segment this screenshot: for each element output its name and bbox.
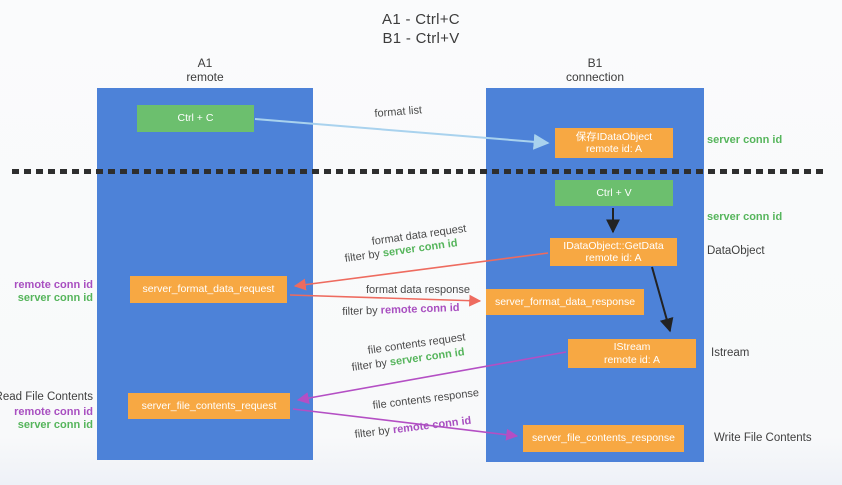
left-label-read-file-contents: Read File Contents: [0, 391, 93, 403]
label-filter-by-remote-2: filter by remote conn id: [354, 415, 472, 441]
filter-prefix: filter by: [351, 356, 391, 374]
node-ctrl-v-label: Ctrl + V: [596, 186, 632, 199]
node-idataobject-getdata: IDataObject::GetData remote id: A: [550, 238, 677, 266]
node-file-request-label: server_file_contents_request: [141, 399, 277, 412]
node-save-idataobject-line2: remote id: A: [585, 143, 643, 155]
column-a1-name: A1: [197, 56, 213, 70]
node-istream-line2: remote id: A: [603, 353, 661, 366]
column-header-a1-remote: A1 remote: [97, 56, 313, 84]
label-format-list: format list: [374, 104, 423, 120]
filter-remote-conn-id: remote conn id: [392, 414, 472, 437]
node-istream: IStream remote id: A: [568, 339, 696, 368]
node-istream-line1: IStream: [613, 341, 651, 353]
column-a1-subtitle: remote: [186, 70, 224, 84]
label-format-data-response: format data response: [366, 284, 470, 296]
right-label-istream: Istream: [711, 347, 750, 359]
right-label-server-conn-id-1: server conn id: [707, 134, 783, 146]
title-line-b1: B1 - Ctrl+V: [382, 30, 460, 47]
diagram-title: A1 - Ctrl+C B1 - Ctrl+V: [0, 10, 842, 48]
title-line-a1: A1 - Ctrl+C: [382, 11, 460, 28]
node-getdata-line1: IDataObject::GetData: [563, 239, 664, 252]
column-header-b1-connection: B1 connection: [486, 56, 704, 84]
column-b1-subtitle: connection: [565, 70, 625, 84]
right-label-server-conn-id-2: server conn id: [707, 211, 783, 223]
left-label-remote-conn-id-1: remote conn id: [14, 279, 93, 291]
right-label-write-file-contents: Write File Contents: [714, 432, 812, 444]
filter-remote-conn-id: remote conn id: [380, 301, 460, 317]
node-format-response-label: server_format_data_response: [494, 295, 636, 308]
node-server-format-data-response: server_format_data_response: [486, 289, 644, 315]
node-file-response-label: server_file_contents_response: [531, 432, 675, 445]
node-server-format-data-request: server_format_data_request: [130, 276, 287, 303]
right-label-dataobject: DataObject: [707, 245, 765, 257]
node-ctrl-v: Ctrl + V: [555, 180, 673, 206]
filter-prefix: filter by: [354, 424, 394, 441]
session-divider-dotted-line: [12, 169, 824, 174]
left-label-remote-conn-id-2: remote conn id: [14, 406, 93, 418]
label-filter-by-remote-1: filter by remote conn id: [342, 302, 460, 318]
left-label-server-conn-id-1: server conn id: [17, 292, 93, 304]
left-label-server-conn-id-2: server conn id: [17, 419, 93, 431]
node-getdata-line2: remote id: A: [585, 252, 642, 264]
node-ctrl-c-label: Ctrl + C: [177, 112, 214, 125]
label-file-contents-response: file contents response: [372, 386, 480, 412]
node-save-idataobject-line1: 保存IDataObject: [575, 130, 653, 143]
filter-prefix: filter by: [344, 247, 384, 265]
filter-prefix: filter by: [342, 304, 381, 318]
node-ctrl-c: Ctrl + C: [137, 105, 254, 132]
node-format-request-label: server_format_data_request: [142, 283, 275, 296]
node-server-file-contents-response: server_file_contents_response: [523, 425, 684, 452]
node-server-file-contents-request: server_file_contents_request: [128, 393, 290, 419]
column-b1-name: B1: [587, 56, 603, 70]
node-save-idataobject: 保存IDataObject remote id: A: [555, 128, 673, 158]
